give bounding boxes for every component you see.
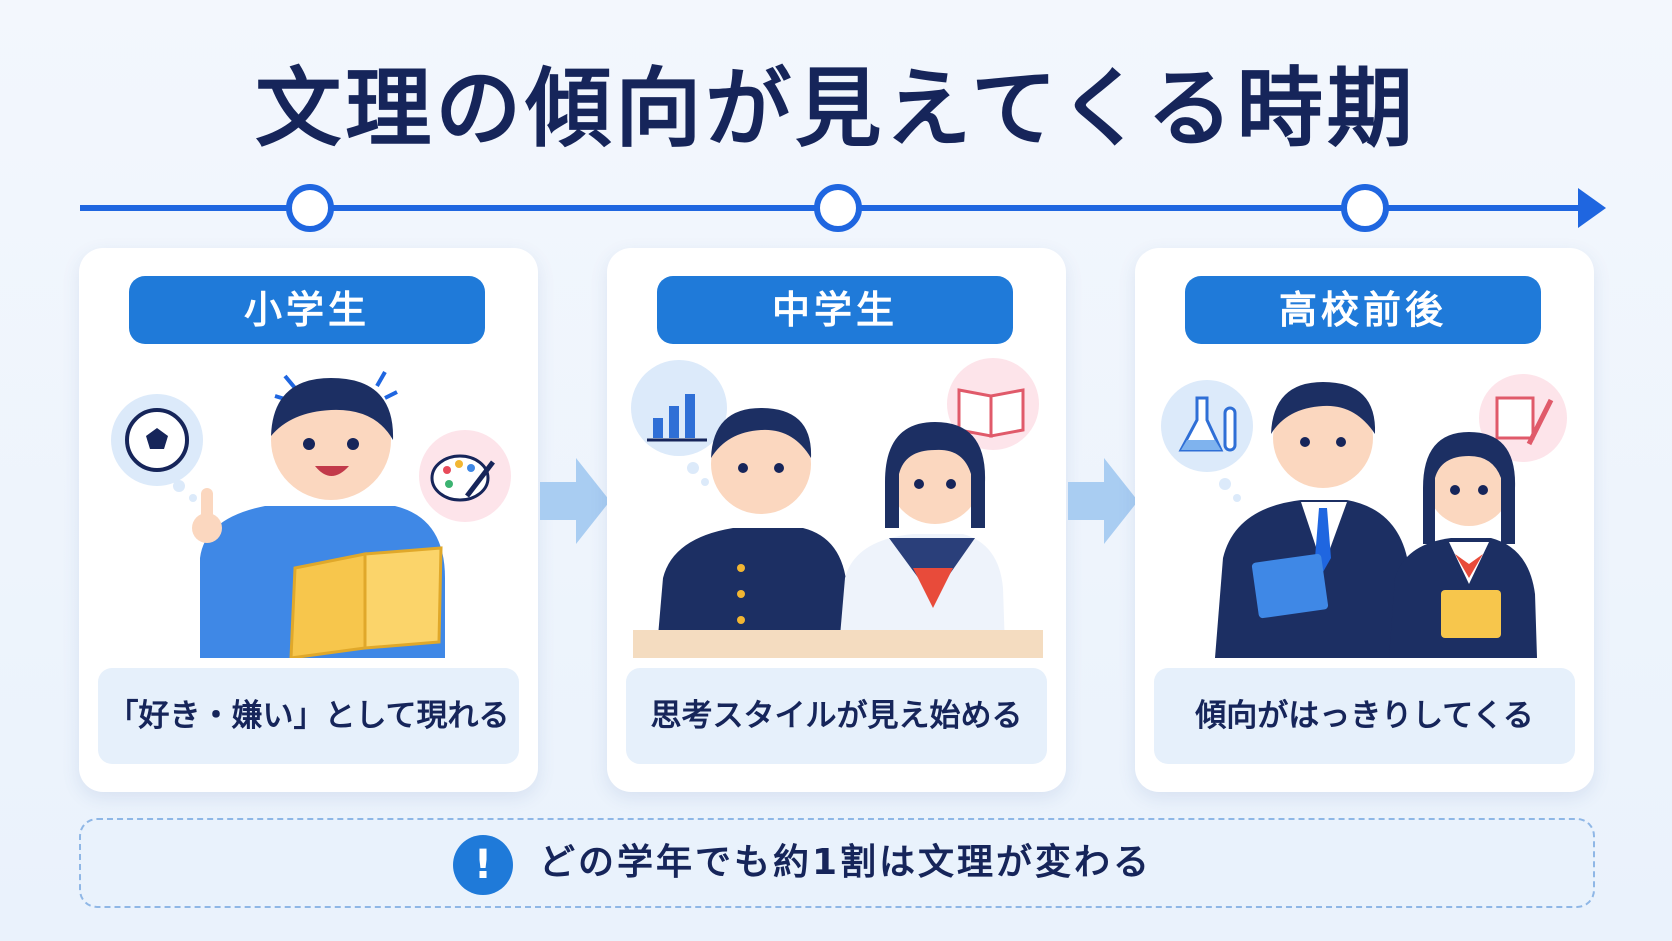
timeline-node-1 — [286, 184, 334, 232]
page-title: 文理の傾向が見えてくる時期 — [255, 59, 1417, 159]
stage-caption: 「好き・嫌い」として現れる — [98, 668, 519, 764]
soccer-ball-icon — [111, 394, 203, 502]
desk — [633, 630, 1043, 658]
notebook-pen-icon — [1479, 374, 1567, 480]
timeline-arrowhead — [1578, 188, 1606, 228]
stage-card-high-school: 高校前後 — [1135, 248, 1594, 792]
boy-figure — [192, 371, 445, 658]
stage-caption: 思考スタイルが見え始める — [626, 668, 1047, 764]
timeline-node-2 — [814, 184, 862, 232]
elementary-student-illustration — [111, 371, 511, 658]
paint-palette-icon — [419, 430, 511, 533]
open-book-icon — [947, 358, 1039, 468]
stage-label: 小学生 — [129, 276, 485, 344]
stage-label: 中学生 — [657, 276, 1013, 344]
girl-in-blazer-figure — [1389, 432, 1537, 658]
stage-card-middle-school: 中学生 思考スタイルが見え始 — [607, 248, 1066, 792]
stage-arrow-2 — [1068, 458, 1138, 544]
stage-card-elementary: 小学生 — [79, 248, 538, 792]
stage-label: 高校前後 — [1185, 276, 1541, 344]
note-text: どの学年でも約1割は文理が変わる — [539, 842, 1153, 883]
middle-school-students-illustration — [631, 358, 1043, 658]
high-school-students-illustration — [1161, 374, 1567, 658]
exclamation-icon: ! — [453, 835, 513, 895]
timeline-node-3 — [1341, 184, 1389, 232]
girl-in-sailor-uniform-figure — [839, 422, 1005, 648]
note-banner: ! どの学年でも約1割は文理が変わる — [79, 818, 1595, 908]
boy-in-blazer-figure — [1215, 382, 1413, 658]
stage-arrow-1 — [540, 458, 610, 544]
boy-in-uniform-figure — [657, 408, 849, 648]
flask-icon — [1161, 380, 1253, 502]
bar-chart-icon — [631, 360, 727, 486]
stage-caption: 傾向がはっきりしてくる — [1154, 668, 1575, 764]
